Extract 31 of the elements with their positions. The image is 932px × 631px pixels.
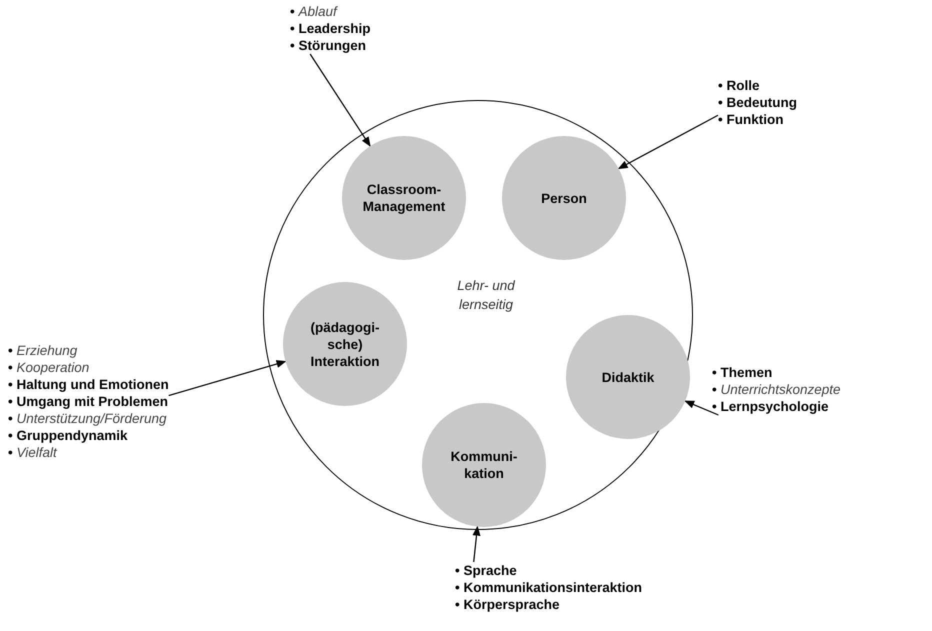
circle-label: Didaktik <box>600 368 656 386</box>
circle-label: Kommuni- kation <box>450 448 518 482</box>
circle-label: Classroom- Management <box>362 181 446 215</box>
circle-label: (pädagogi- sche) Interaktion <box>309 318 380 370</box>
list-item: • Lernpsychologie <box>712 398 828 415</box>
list-item: • Störungen <box>290 37 366 54</box>
list-item: • Körpersprache <box>455 596 560 613</box>
list-item: • Kooperation <box>8 359 90 376</box>
list-item: • Funktion <box>718 111 784 128</box>
outer-circle <box>263 100 693 530</box>
list-item: • Rolle <box>718 77 760 94</box>
list-item: • Ablauf <box>290 3 337 20</box>
list-item: • Sprache <box>455 562 517 579</box>
list-item: • Bedeutung <box>718 94 797 111</box>
list-item: • Themen <box>712 364 772 381</box>
list-item: • Umgang mit Problemen <box>8 393 168 410</box>
list-item: • Unterstützung/Förderung <box>8 410 167 427</box>
list-item: • Leadership <box>290 20 370 37</box>
circle-label: Person <box>540 190 588 206</box>
list-item: • Unterrichtskonzepte <box>712 381 841 398</box>
list-item: • Erziehung <box>8 342 78 359</box>
center-label: Lehr- und lernseitig <box>456 277 516 314</box>
list-item: • Gruppendynamik <box>8 427 128 444</box>
list-item: • Kommunikationsinteraktion <box>455 579 642 596</box>
arrow <box>684 400 719 416</box>
list-item: • Haltung und Emotionen <box>8 376 169 393</box>
arrow <box>472 526 480 562</box>
arrow <box>310 54 371 147</box>
list-item: • Vielfalt <box>8 444 57 461</box>
arrow <box>618 114 718 170</box>
arrow <box>168 360 286 396</box>
